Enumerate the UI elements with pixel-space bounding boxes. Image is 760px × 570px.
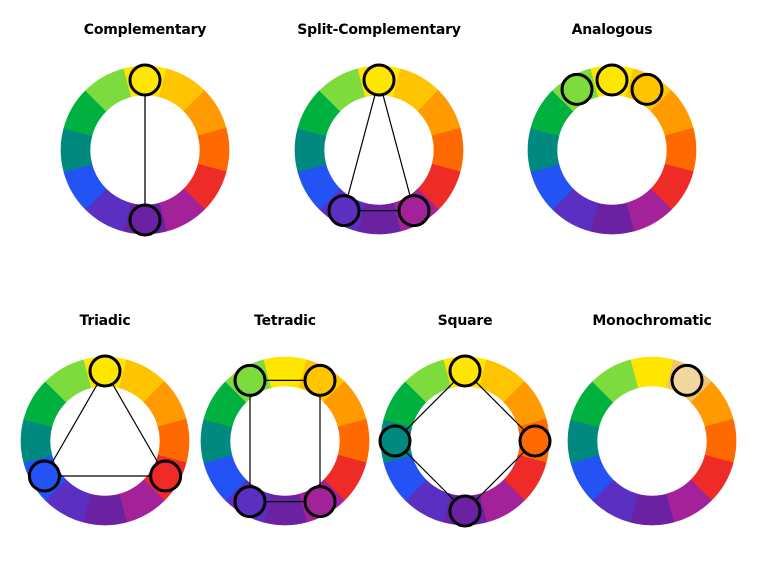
tetradic-marker-blue-violet xyxy=(233,485,267,519)
square-marker-violet xyxy=(448,494,482,528)
analogous-marker-yellow-orange xyxy=(630,72,664,106)
wheel-segment-yellow-green xyxy=(405,359,452,403)
analogous-title: Analogous xyxy=(571,22,653,38)
wheel-segment-yellow-green xyxy=(592,359,639,403)
triadic-connector-shape xyxy=(43,369,167,477)
tetradic-connector-shape xyxy=(249,379,321,503)
triadic-marker-blue xyxy=(27,459,61,493)
complementary-marker-violet xyxy=(128,203,162,237)
tetradic-marker-red-violet xyxy=(303,485,337,519)
split-complementary-connector-shape xyxy=(343,77,415,212)
triadic-marker-yellow xyxy=(88,354,122,388)
monochromatic-wheel xyxy=(567,356,737,526)
square-wheel xyxy=(378,354,552,528)
monochromatic-title: Monochromatic xyxy=(592,313,712,329)
triadic-marker-red xyxy=(149,459,183,493)
wheel-segment-yellow-green xyxy=(319,68,366,112)
triadic-wheel xyxy=(20,354,190,526)
wheel-segment-yellow-green xyxy=(45,359,92,403)
split-complementary-wheel xyxy=(294,63,464,235)
monochromatic-marker-yellow-orange xyxy=(670,363,704,397)
complementary-title: Complementary xyxy=(83,22,207,38)
square-marker-red-orange xyxy=(518,424,552,458)
split-complementary-title: Split-Complementary xyxy=(297,22,461,38)
analogous-marker-yellow-green xyxy=(560,72,594,106)
split-complementary-marker-yellow xyxy=(362,63,396,97)
square-title: Square xyxy=(437,313,493,329)
split-complementary-marker-red-violet xyxy=(397,194,431,228)
complementary-wheel xyxy=(60,63,230,237)
square-marker-blue-green xyxy=(378,424,412,458)
analogous-wheel xyxy=(527,63,697,235)
tetradic-wheel xyxy=(200,356,370,526)
complementary-marker-yellow xyxy=(128,63,162,97)
wheel-segment-yellow-green xyxy=(85,68,132,112)
tetradic-marker-yellow-green xyxy=(233,363,267,397)
analogous-marker-yellow xyxy=(595,63,629,97)
triadic-title: Triadic xyxy=(79,313,131,329)
tetradic-title: Tetradic xyxy=(254,313,316,329)
split-complementary-marker-blue-violet xyxy=(327,194,361,228)
tetradic-marker-yellow-orange xyxy=(303,363,337,397)
square-marker-yellow xyxy=(448,354,482,388)
